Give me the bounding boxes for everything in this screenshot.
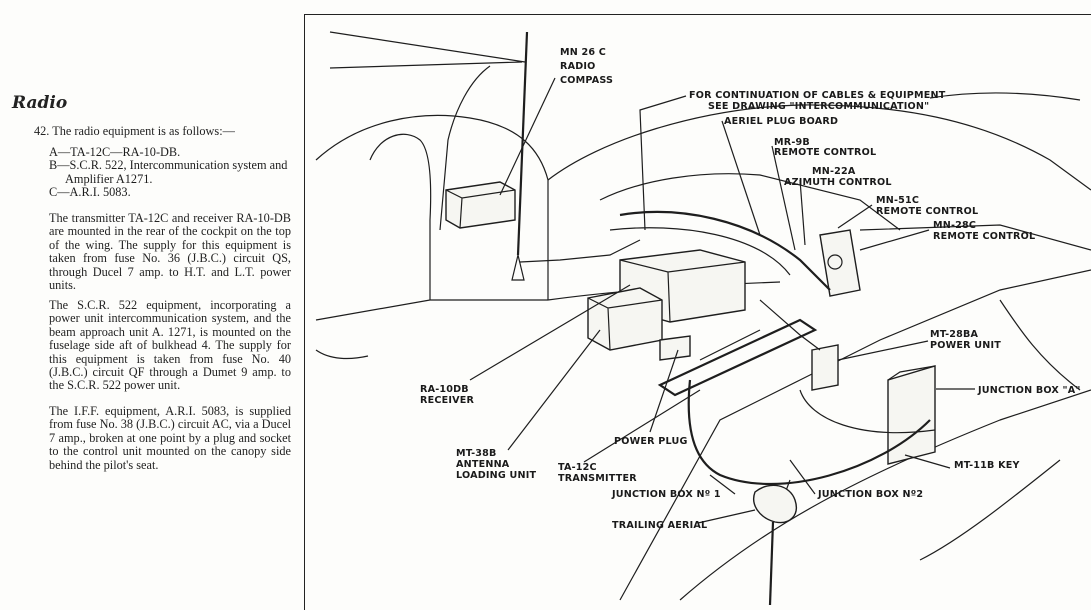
leader-lines <box>469 77 1081 524</box>
label-mn26c-line3: COMPASS <box>560 75 613 86</box>
aerial-mast <box>329 31 641 281</box>
label-ra10db: RA-10DB <box>420 384 469 395</box>
label-mn28c-line2: REMOTE CONTROL <box>933 231 1035 242</box>
diagram-frame <box>304 14 1091 610</box>
svg-text:RADIO: RADIO <box>560 61 596 72</box>
label-mn22a-line2: AZIMUTH CONTROL <box>784 177 892 188</box>
label-mt11b-key: MT-11B KEY <box>954 460 1020 471</box>
label-mt38b-line3: LOADING UNIT <box>456 470 536 481</box>
list-item: C—A.R.I. 5083. <box>49 185 131 200</box>
label-mn28c: MN-28C <box>933 220 976 231</box>
diagram-labels: MN 26 C RADIO COMPASS FOR CONTINUATION O… <box>420 47 1081 531</box>
equipment-list: A—TA-12C—RA-10-DB. B—S.C.R. 522, Interco… <box>49 145 291 200</box>
svg-text:MN 26 C: MN 26 C <box>560 47 606 58</box>
label-mr9b: MR-9B <box>774 137 810 148</box>
label-trailing-aerial: TRAILING AERIAL <box>612 520 707 531</box>
text-column: Radio 42. The radio equipment is as foll… <box>0 0 300 609</box>
paragraph-iff: The I.F.F. equipment, A.R.I. 5083, is su… <box>49 404 291 472</box>
list-item: A—TA-12C—RA-10-DB. <box>49 145 181 159</box>
label-mr9b-line2: REMOTE CONTROL <box>774 147 876 158</box>
label-continuation-line2: SEE DRAWING "INTERCOMMUNICATION" <box>708 101 929 112</box>
label-mt28ba: MT-28BA <box>930 329 979 340</box>
radio-compass-box <box>445 181 516 229</box>
label-ta12c-line2: TRANSMITTER <box>558 473 637 484</box>
label-aerial-plug-board: AERIEL PLUG BOARD <box>724 116 838 127</box>
fuselage-outline <box>315 104 1091 601</box>
label-mt38b-line2: ANTENNA <box>456 459 510 470</box>
trailing-aerial-fairing <box>753 484 797 606</box>
label-junction-box-2: JUNCTION BOX Nº2 <box>817 489 923 500</box>
label-mt28ba-line2: POWER UNIT <box>930 340 1001 351</box>
label-mn26c: MN 26 C <box>560 47 606 58</box>
label-junction-box-1: JUNCTION BOX Nº 1 <box>611 489 721 500</box>
label-mn51c: MN-51C <box>876 195 919 206</box>
label-junction-box-a: JUNCTION BOX "A" <box>977 385 1081 396</box>
svg-text:COMPASS: COMPASS <box>560 75 613 86</box>
label-mn51c-line2: REMOTE CONTROL <box>876 206 978 217</box>
paragraph-scr522: The S.C.R. 522 equipment, incorporating … <box>49 298 291 393</box>
label-mn26c-line2: RADIO <box>560 61 596 72</box>
list-item: B—S.C.R. 522, Intercommunication system … <box>49 158 288 186</box>
label-power-plug: POWER PLUG <box>614 436 688 447</box>
equipment-boxes <box>587 249 818 397</box>
section-heading: Radio <box>12 93 68 113</box>
paragraph-transmitter: The transmitter TA-12C and receiver RA-1… <box>49 211 291 293</box>
label-mt38b: MT-38B <box>456 448 497 459</box>
label-mn22a: MN-22A <box>812 166 856 177</box>
intro-line: 42. The radio equipment is as follows:— <box>34 124 235 138</box>
label-continuation: FOR CONTINUATION OF CABLES & EQUIPMENT <box>689 90 946 101</box>
label-ra10db-line2: RECEIVER <box>420 395 474 406</box>
control-units <box>811 229 936 465</box>
label-ta12c: TA-12C <box>558 462 597 473</box>
